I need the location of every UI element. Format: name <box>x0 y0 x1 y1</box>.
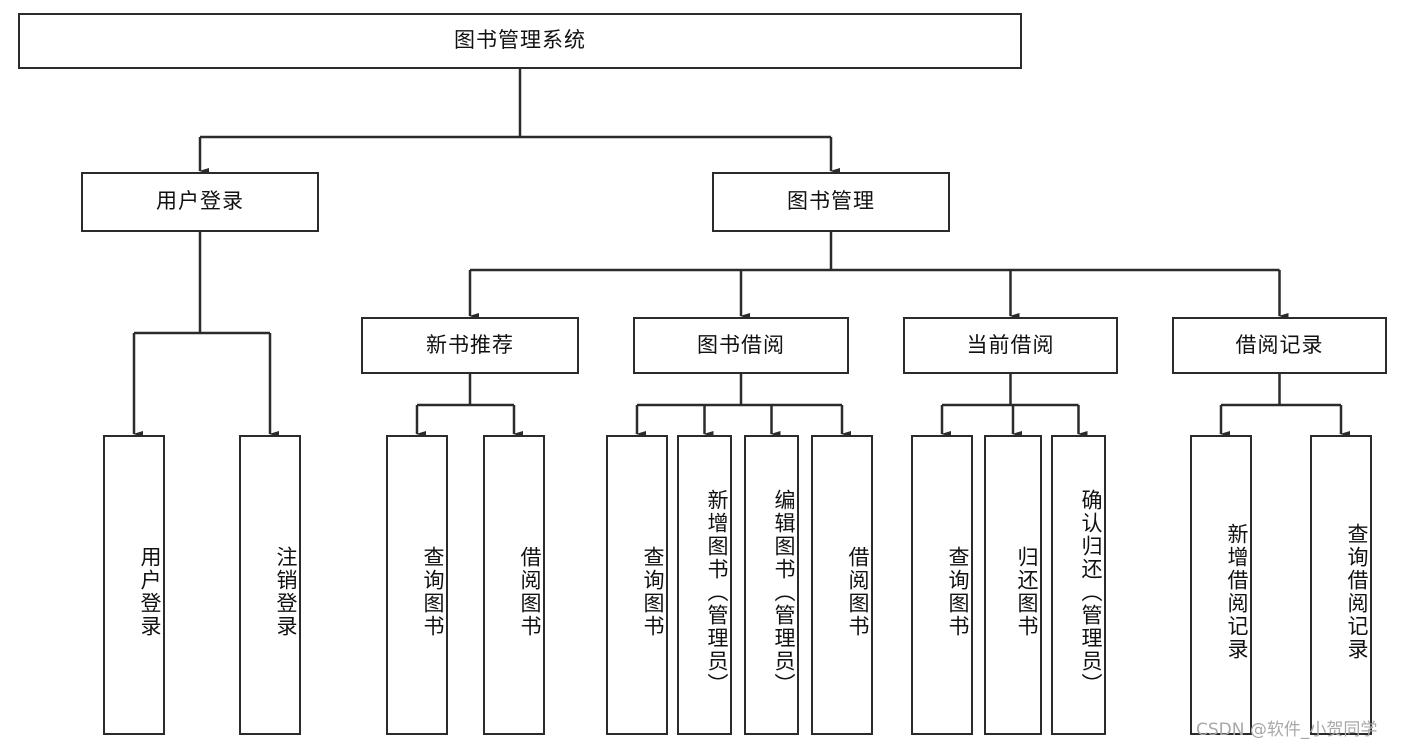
node-label: 归还图书 <box>1015 546 1039 638</box>
node-label: 查询图书 <box>641 546 665 638</box>
node-bookmgmt[interactable]: 图书管理 <box>712 172 950 232</box>
node-label: 新增图书（管理员） <box>705 488 729 696</box>
node-label: 图书管理 <box>787 189 875 214</box>
node-label: 确认归还（管理员） <box>1079 488 1103 696</box>
node-current[interactable]: 当前借阅 <box>903 317 1118 374</box>
node-label: 注销登录 <box>274 546 298 638</box>
node-label: 图书借阅 <box>697 332 785 357</box>
node-label: 查询图书 <box>421 546 445 638</box>
node-label: 新增借阅记录 <box>1225 523 1249 661</box>
node-leaf-user-logout[interactable]: 注销登录 <box>239 435 301 735</box>
node-leaf-bw-query[interactable]: 查询图书 <box>606 435 668 735</box>
node-leaf-rec-query[interactable]: 查询借阅记录 <box>1310 435 1372 735</box>
watermark-text: CSDN @软件_小贺同学 <box>1196 720 1378 740</box>
node-label: 用户登录 <box>138 546 162 638</box>
node-borrow[interactable]: 图书借阅 <box>633 317 849 374</box>
node-login[interactable]: 用户登录 <box>81 172 319 232</box>
node-label: 图书管理系统 <box>454 28 586 53</box>
node-newbooks[interactable]: 新书推荐 <box>361 317 579 374</box>
node-leaf-cur-confirm[interactable]: 确认归还（管理员） <box>1051 435 1106 735</box>
node-leaf-nb-query[interactable]: 查询图书 <box>386 435 448 735</box>
node-label: 借阅记录 <box>1235 332 1324 357</box>
node-label: 用户登录 <box>156 189 244 214</box>
node-leaf-rec-add[interactable]: 新增借阅记录 <box>1190 435 1252 735</box>
node-label: 新书推荐 <box>426 332 514 357</box>
node-label: 借阅图书 <box>846 546 870 638</box>
node-root[interactable]: 图书管理系统 <box>18 13 1022 69</box>
node-label: 编辑图书（管理员） <box>772 488 796 696</box>
node-leaf-user-login[interactable]: 用户登录 <box>103 435 165 735</box>
node-leaf-bw-add[interactable]: 新增图书（管理员） <box>677 435 732 735</box>
node-label: 查询图书 <box>946 546 970 638</box>
node-leaf-cur-query[interactable]: 查询图书 <box>911 435 973 735</box>
node-label: 查询借阅记录 <box>1345 523 1369 661</box>
node-records[interactable]: 借阅记录 <box>1172 317 1387 374</box>
node-leaf-bw-edit[interactable]: 编辑图书（管理员） <box>744 435 799 735</box>
node-leaf-cur-return[interactable]: 归还图书 <box>984 435 1042 735</box>
node-label: 借阅图书 <box>518 546 542 638</box>
node-leaf-bw-borrow[interactable]: 借阅图书 <box>811 435 873 735</box>
node-label: 当前借阅 <box>966 332 1055 357</box>
node-leaf-nb-borrow[interactable]: 借阅图书 <box>483 435 545 735</box>
